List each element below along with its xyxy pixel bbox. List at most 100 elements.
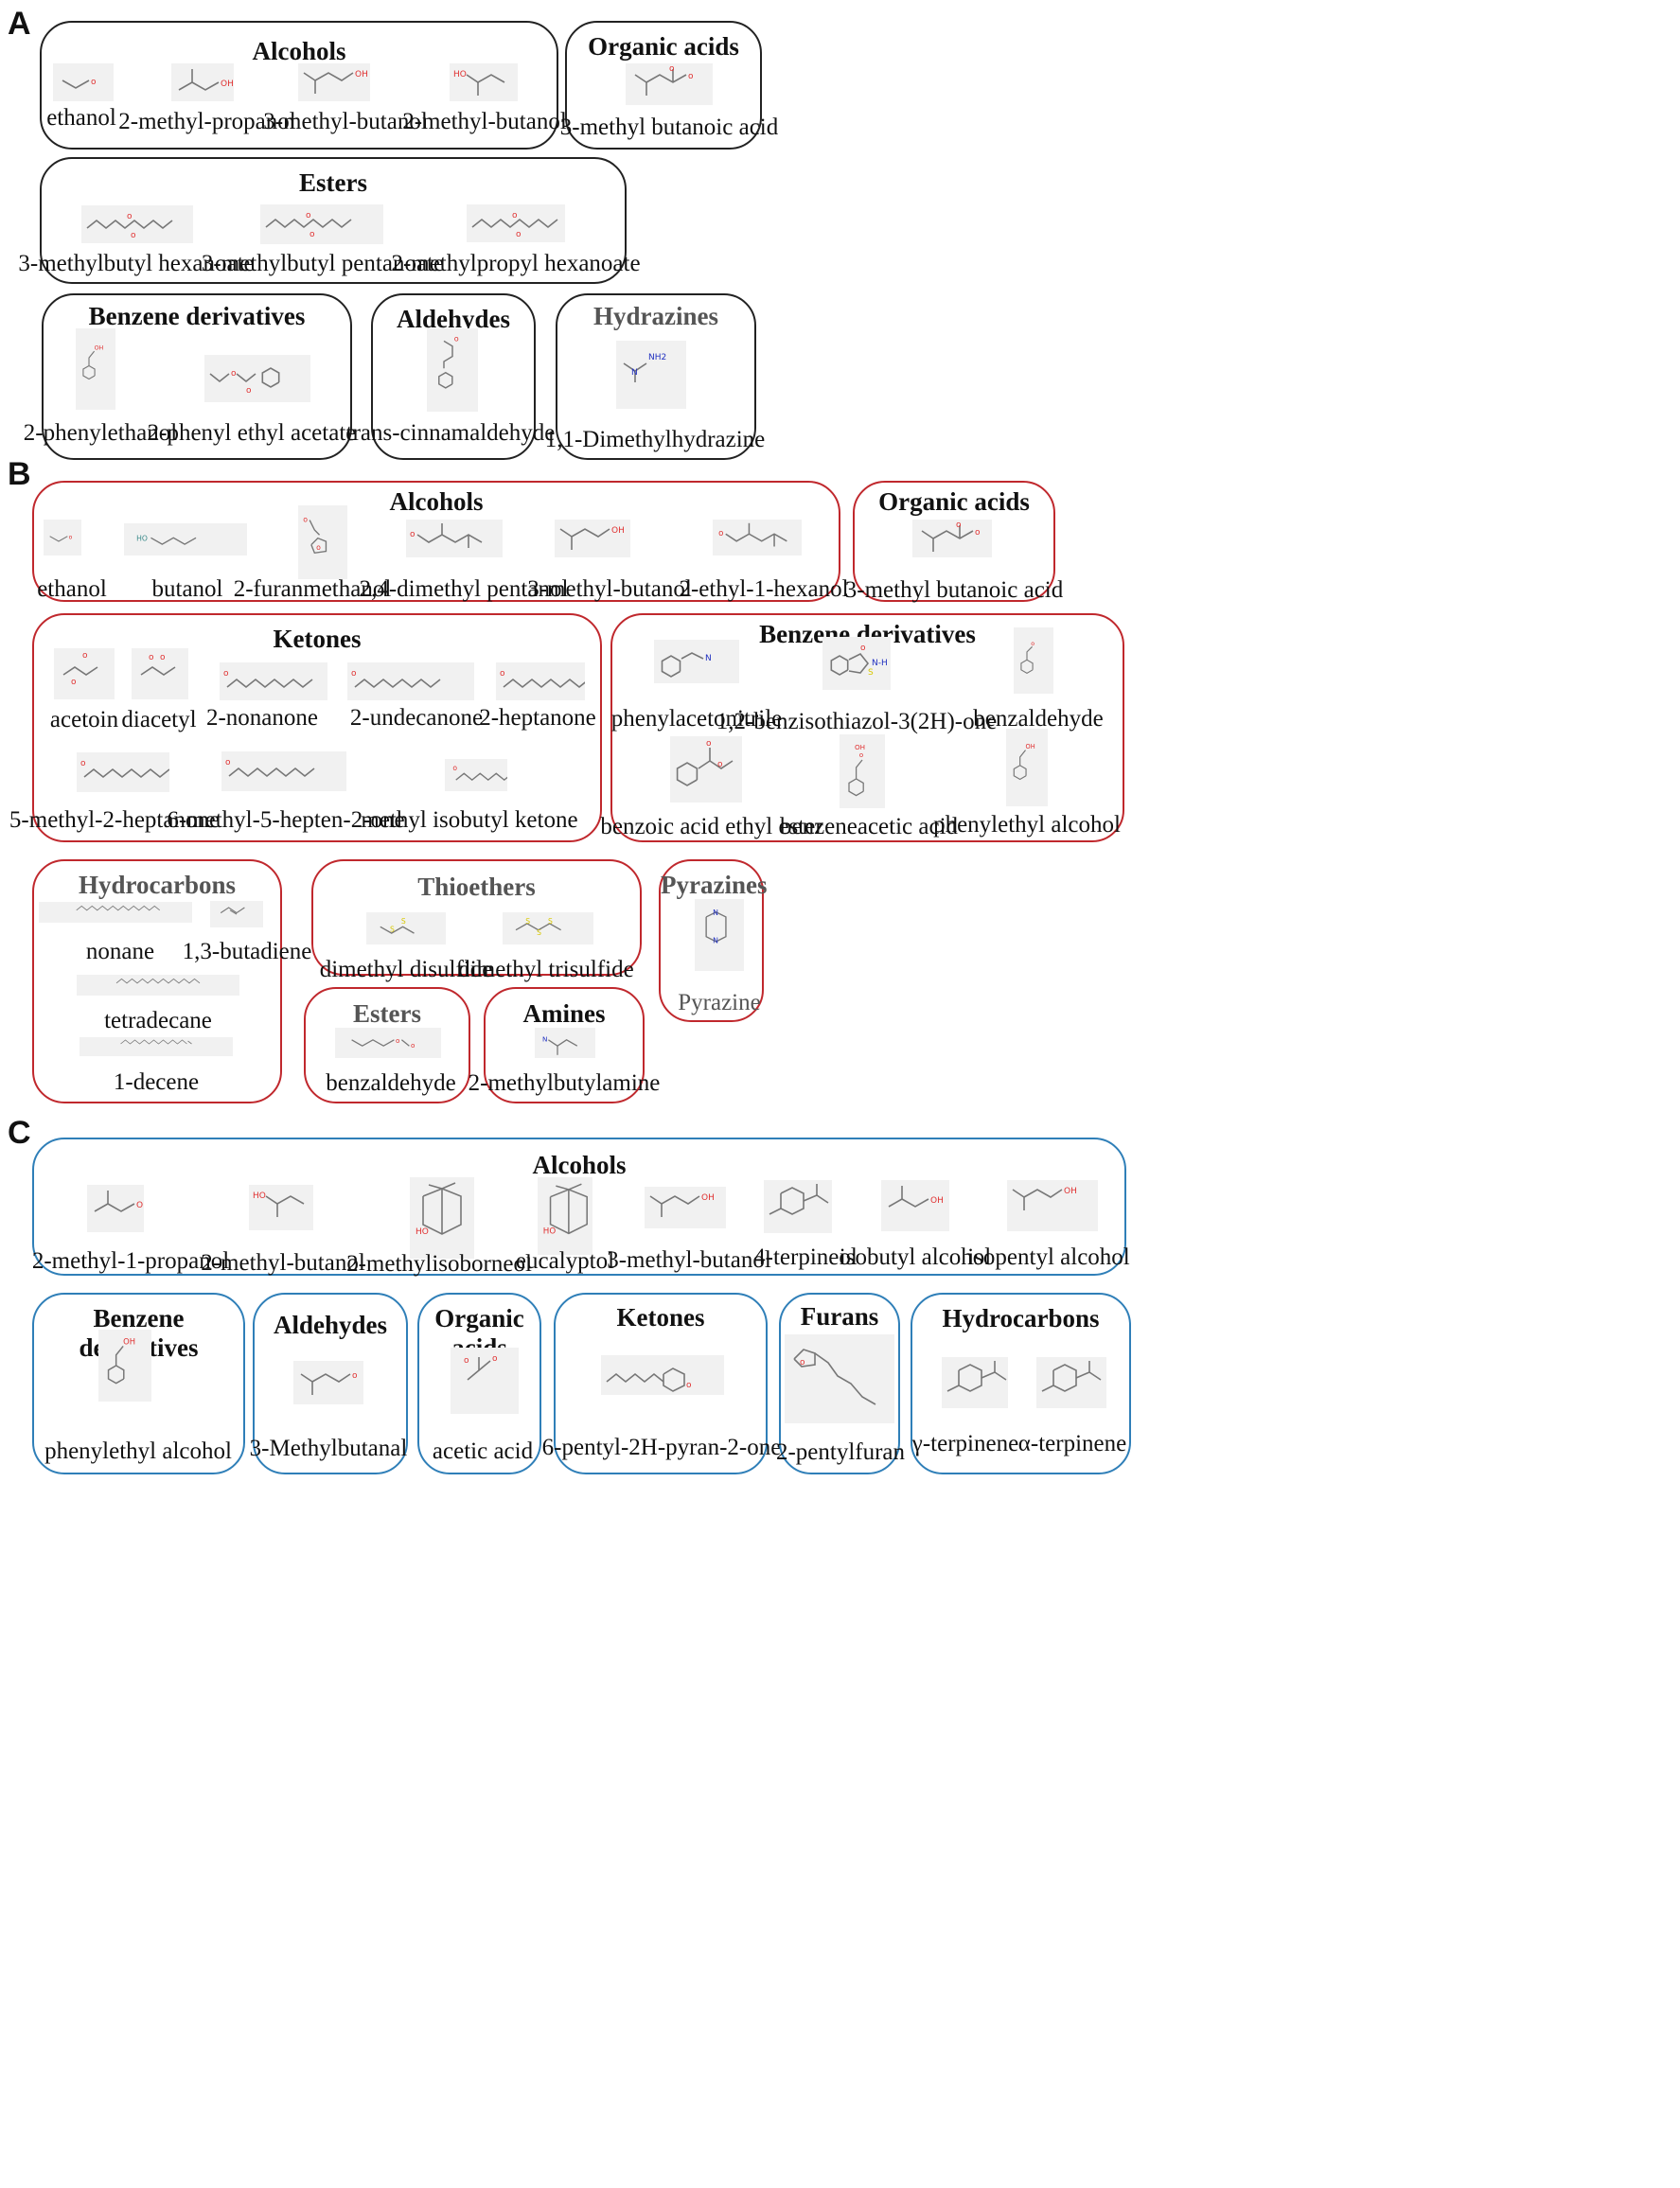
panel-letter: A	[8, 6, 31, 42]
class-title: Pyrazines	[661, 871, 768, 899]
class-title: Alcohols	[252, 37, 346, 65]
svg-text:OH: OH	[930, 1196, 944, 1206]
class-title: Hydrocarbons	[78, 871, 237, 899]
molecule-structure: o	[1014, 627, 1053, 694]
structure-phenylethanol-icon: OH	[1013, 743, 1035, 781]
svg-text:OH: OH	[701, 1193, 715, 1203]
structure-ethanol-icon: o	[62, 78, 97, 89]
compound-label: phenylacetonitrile	[610, 706, 783, 732]
compound-label: 2-phenyl ethyl acetate	[147, 420, 357, 446]
compound-label: 2-heptanone	[479, 705, 596, 731]
svg-text:N: N	[705, 654, 712, 663]
compound-label: isopentyl alcohol	[967, 1244, 1130, 1270]
compound-label: nonane	[85, 939, 155, 964]
structure-formate-ester-icon: oo	[351, 1036, 415, 1050]
structure-isoamyl-alcohol-icon: OH	[303, 70, 368, 94]
compound-label: 3-methylbutyl pentanoate	[201, 251, 445, 276]
structure-disulfide-icon: SS	[380, 917, 415, 934]
compound-item: γ-terpinene	[0, 0, 1018, 1456]
molecule-structure: OH	[171, 63, 234, 101]
structure-ester-chain-icon: oo	[86, 212, 173, 240]
structure-bicyclic-icon: HO	[416, 1182, 462, 1237]
compound-label: trans-cinnamaldehyde	[345, 420, 556, 446]
compound-label: 6-pentyl-2H-pyran-2-one	[541, 1435, 782, 1460]
molecule-structure: OH	[76, 328, 115, 410]
compound-label: α-terpinene	[1017, 1431, 1127, 1456]
svg-text:o: o	[706, 739, 712, 749]
svg-text:S: S	[525, 917, 530, 926]
compound-label: 2-ethyl-1-hexanol	[679, 576, 849, 602]
compound-class-box: Benzene derivatives	[42, 293, 352, 460]
svg-text:OH: OH	[1064, 1187, 1077, 1196]
molecule-structure: o	[293, 1361, 363, 1404]
svg-text:o: o	[860, 644, 866, 653]
panel-letter: C	[8, 1115, 31, 1151]
compound-label: 3-methyl-butanol	[527, 576, 692, 602]
svg-text:o: o	[351, 669, 357, 679]
svg-text:o: o	[452, 764, 457, 772]
svg-text:HO: HO	[453, 70, 467, 79]
compound-label: 3-methyl butanoic acid	[844, 577, 1064, 603]
molecule-structure: HO	[124, 523, 247, 556]
structure-methyl-ketone-icon: o	[80, 759, 169, 779]
panel-letter: B	[8, 456, 31, 492]
molecule-structure: o	[347, 662, 474, 700]
structure-ethyl-benzoate-icon: oo	[676, 739, 734, 786]
structure-isovaleric-acid-icon: oo	[921, 521, 981, 552]
compound-label: phenylethyl alcohol	[933, 812, 1121, 838]
svg-text:o: o	[975, 528, 981, 538]
molecule-structure: o	[785, 1334, 894, 1423]
svg-text:o: o	[396, 1036, 399, 1045]
structure-phenyl-ester-icon: oo	[209, 367, 280, 396]
compound-item: OH 3-methyl-butanol	[0, 0, 771, 1273]
molecule-structure	[80, 1037, 233, 1056]
structure-benzisothiazolone-icon: oSN-H	[830, 644, 888, 678]
svg-text:o: o	[225, 758, 231, 768]
molecule-structure: OH	[98, 1330, 151, 1402]
svg-text:o: o	[492, 1354, 498, 1364]
svg-text:o: o	[149, 653, 154, 662]
class-title: Hydrocarbons	[942, 1304, 1100, 1332]
molecule-structure: o	[713, 520, 802, 556]
compound-label: isobutyl alcohol	[839, 1244, 992, 1270]
molecule-structure: HO	[538, 1177, 592, 1255]
svg-text:S: S	[537, 928, 541, 937]
svg-text:OH: OH	[123, 1337, 135, 1347]
compound-item: o 2-ethyl-1-hexanol	[0, 0, 849, 602]
molecule-structure: HO	[450, 63, 518, 101]
compound-item: OH phenylethyl alcohol	[0, 0, 1121, 838]
compound-label: benzeneacetic acid	[779, 814, 959, 839]
structure-branched-alcohol-icon: o	[410, 523, 483, 548]
molecule-structure: o	[220, 662, 327, 700]
compound-class-box: Alcohols	[32, 1138, 1126, 1276]
compound-class-box: Alcohols	[32, 481, 840, 602]
molecule-structure: o	[77, 752, 169, 792]
svg-text:o: o	[309, 230, 315, 239]
compound-class-box: Esters	[40, 157, 627, 284]
molecule-structure	[210, 901, 263, 927]
compound-label: eucalyptol	[515, 1248, 615, 1274]
svg-text:OH: OH	[1026, 743, 1035, 750]
class-title: Thioethers	[417, 873, 536, 901]
compound-class-box: Furans	[779, 1293, 900, 1474]
